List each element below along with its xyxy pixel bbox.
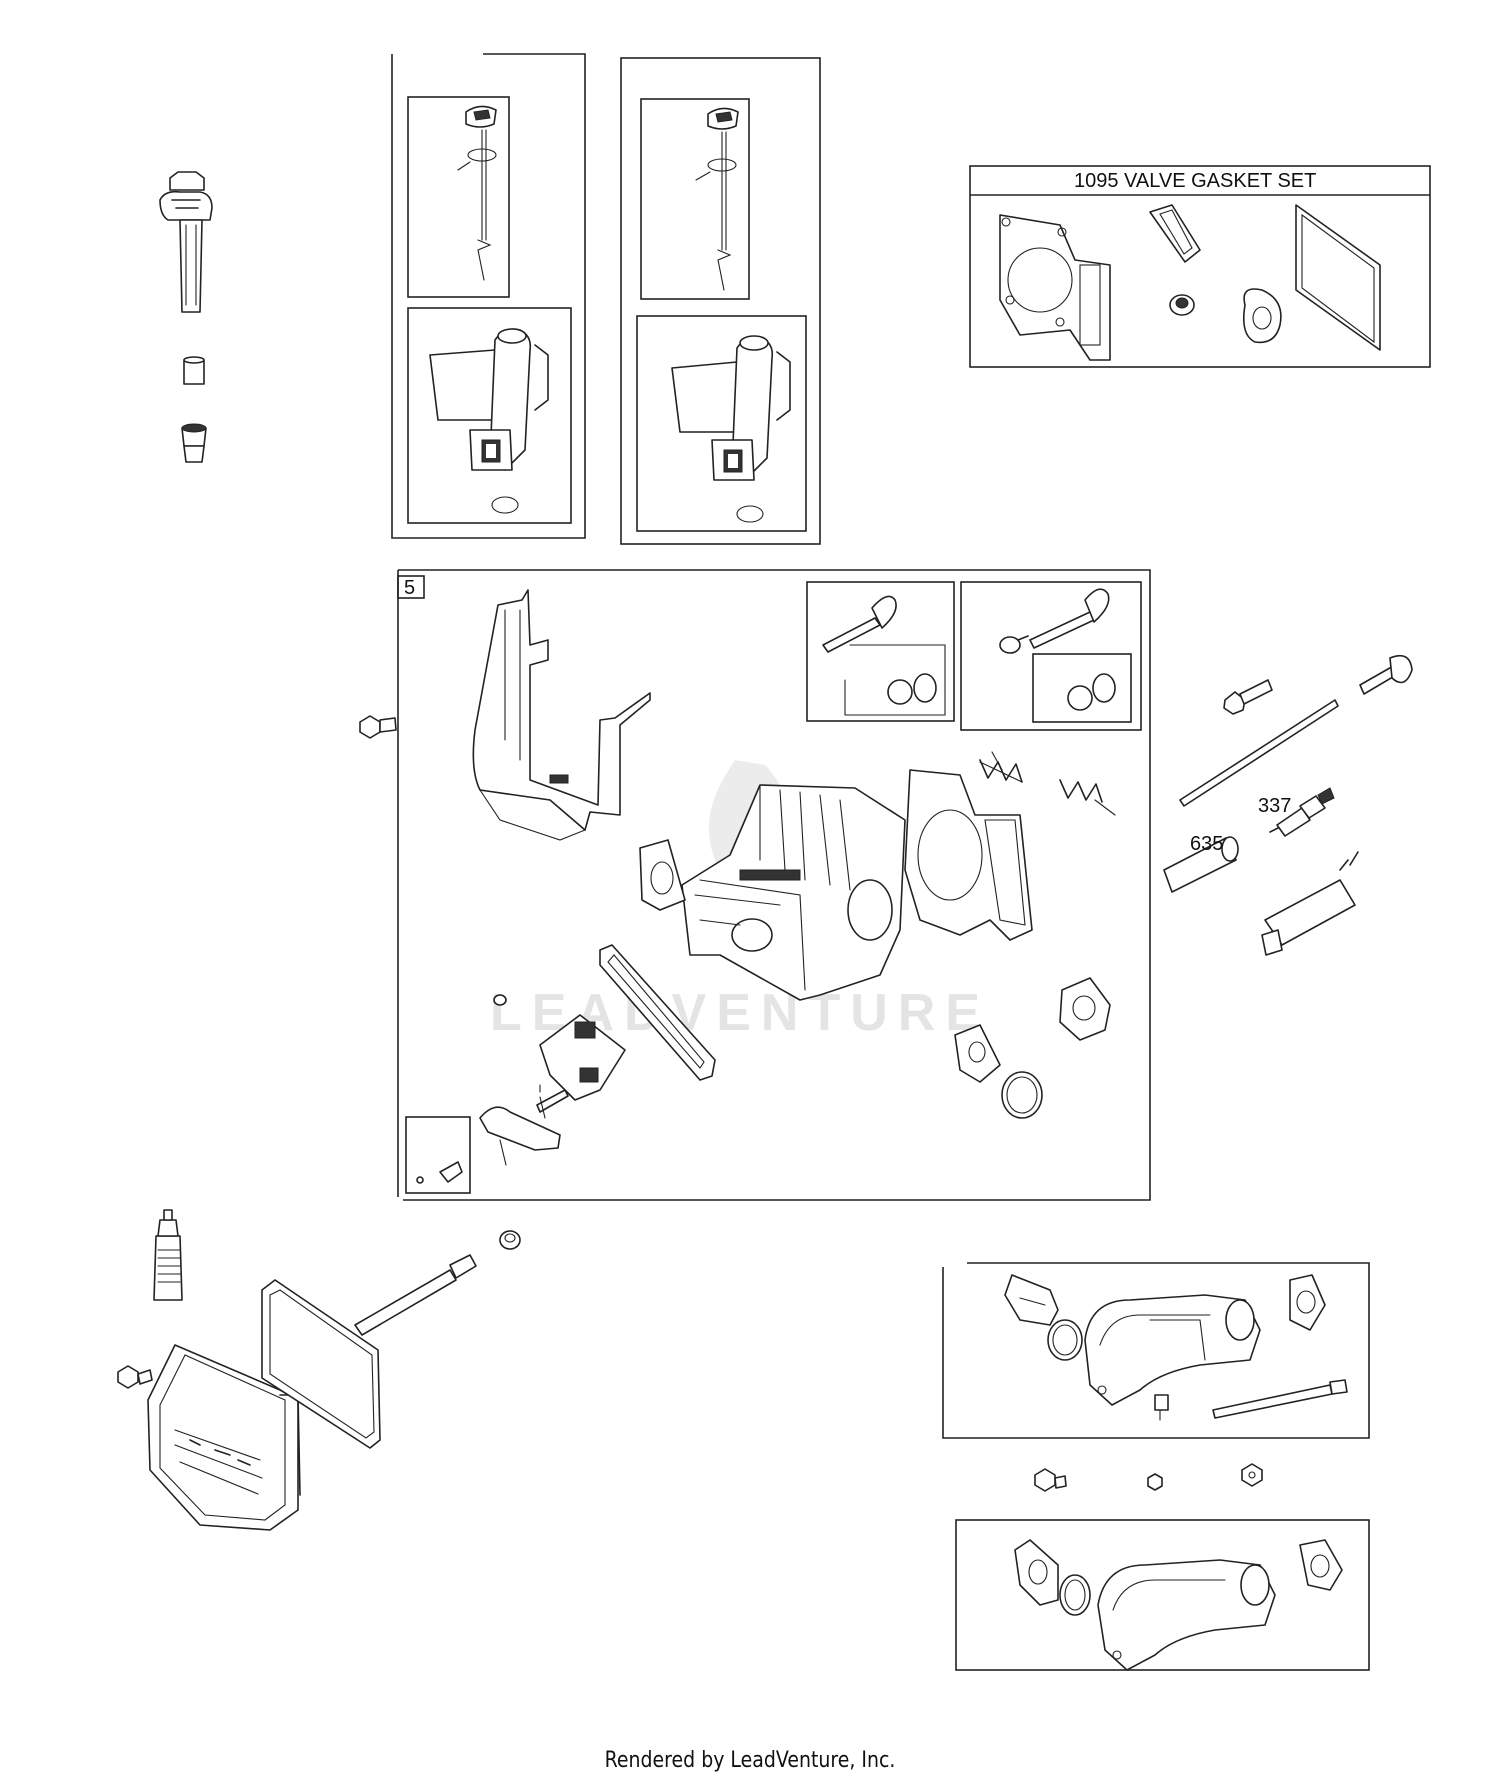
cylinder-head-box: 5 bbox=[397, 569, 1151, 1201]
part-pivot-ball[interactable] bbox=[416, 1161, 463, 1184]
part-manifold-gasket-1a[interactable] bbox=[1004, 1274, 1059, 1326]
valve-gasket-set-title: 1095 VALVE GASKET SET bbox=[1074, 170, 1316, 192]
part-spark-plug-boot[interactable] bbox=[1163, 836, 1239, 893]
part-head-gasket[interactable] bbox=[999, 214, 1111, 361]
part-cylinder-head-gasket[interactable] bbox=[904, 769, 1033, 941]
part-breather-plate[interactable] bbox=[539, 1014, 626, 1101]
part-dipstick-1[interactable] bbox=[457, 105, 497, 281]
part-valve-cover[interactable] bbox=[147, 1344, 301, 1531]
part-valve-spring-1[interactable] bbox=[979, 751, 1023, 783]
part-rocker-gasket[interactable] bbox=[599, 944, 716, 1081]
part-valve-cover-gasket[interactable] bbox=[261, 1279, 381, 1449]
part-manifold-washer[interactable] bbox=[1241, 1463, 1263, 1487]
part-spark-plug[interactable] bbox=[1269, 787, 1335, 837]
part-valve-cover-bolt[interactable] bbox=[117, 1365, 153, 1389]
dipstick-assembly-box-1 bbox=[391, 53, 586, 539]
part-breather-cap[interactable] bbox=[499, 1230, 521, 1250]
part-manifold-o-ring-2[interactable] bbox=[1059, 1574, 1091, 1616]
part-push-rod-stud[interactable] bbox=[1223, 679, 1273, 715]
part-breather-nut[interactable] bbox=[493, 994, 507, 1006]
spark-plug-boot-callout: 635 bbox=[1190, 833, 1223, 855]
part-rocker-arm[interactable] bbox=[479, 1106, 561, 1166]
part-manifold-gasket-2a[interactable] bbox=[1014, 1539, 1059, 1606]
part-breather-tube[interactable] bbox=[354, 1254, 477, 1336]
part-tube-grommet[interactable] bbox=[181, 423, 207, 463]
part-exhaust-gasket[interactable] bbox=[1242, 288, 1282, 344]
part-valve-intake[interactable] bbox=[822, 595, 897, 653]
part-rocker-cover-gasket[interactable] bbox=[1295, 204, 1381, 351]
dipstick-assembly-box-2 bbox=[620, 57, 821, 545]
part-valve-spring-2[interactable] bbox=[1059, 779, 1116, 816]
part-valve-keeper-1[interactable] bbox=[887, 673, 937, 705]
spark-plug-callout: 337 bbox=[1258, 795, 1291, 817]
part-valve-seal[interactable] bbox=[1169, 294, 1195, 316]
part-dipstick-tube-1[interactable] bbox=[429, 328, 549, 514]
valve-keeper-box-1 bbox=[844, 644, 946, 716]
part-manifold-stud-1[interactable] bbox=[1212, 1379, 1348, 1419]
intake-manifold-box-1 bbox=[942, 1262, 1370, 1439]
footer-credit: Rendered by LeadVenture, Inc. bbox=[604, 1748, 896, 1773]
part-exhaust-gasket-head[interactable] bbox=[1059, 977, 1111, 1041]
valve-gasket-set-box: 1095 VALVE GASKET SET bbox=[969, 165, 1431, 368]
part-dipstick-tube-2[interactable] bbox=[671, 335, 791, 523]
part-tube-seal[interactable] bbox=[183, 356, 205, 385]
intake-manifold-box-2 bbox=[955, 1519, 1370, 1671]
part-sealant-tube[interactable] bbox=[153, 1209, 183, 1301]
part-valve-rotator[interactable] bbox=[999, 635, 1029, 654]
part-o-ring-head[interactable] bbox=[1001, 1071, 1043, 1119]
part-intake-manifold-1[interactable] bbox=[1084, 1294, 1261, 1406]
part-air-guide[interactable] bbox=[472, 589, 651, 841]
part-intake-gasket-head[interactable] bbox=[954, 1024, 1001, 1083]
part-breather-stud[interactable] bbox=[536, 1084, 569, 1119]
part-dipstick-tube[interactable] bbox=[159, 171, 213, 313]
part-valve-exhaust[interactable] bbox=[1029, 588, 1110, 649]
cylinder-head-box-number: 5 bbox=[404, 577, 415, 599]
part-valve-cover-gasket-small[interactable] bbox=[1149, 204, 1201, 263]
part-manifold-nipple-1[interactable] bbox=[1154, 1394, 1169, 1421]
part-cylinder-head[interactable] bbox=[681, 784, 906, 1001]
part-manifold-gasket-2b[interactable] bbox=[1299, 1539, 1343, 1591]
part-dipstick-2[interactable] bbox=[695, 107, 739, 291]
part-manifold-o-ring-1[interactable] bbox=[1047, 1319, 1083, 1361]
part-manifold-gasket-1b[interactable] bbox=[1289, 1274, 1326, 1331]
part-manifold-nut[interactable] bbox=[1147, 1473, 1163, 1491]
part-head-bolt[interactable] bbox=[359, 715, 397, 739]
part-manifold-bolt[interactable] bbox=[1034, 1468, 1067, 1492]
part-ignition-module[interactable] bbox=[1261, 851, 1359, 956]
part-intake-gasket[interactable] bbox=[639, 839, 686, 911]
part-valve-keeper-2[interactable] bbox=[1067, 673, 1116, 711]
part-intake-manifold-2[interactable] bbox=[1097, 1559, 1276, 1671]
part-push-rod[interactable] bbox=[1179, 654, 1413, 807]
